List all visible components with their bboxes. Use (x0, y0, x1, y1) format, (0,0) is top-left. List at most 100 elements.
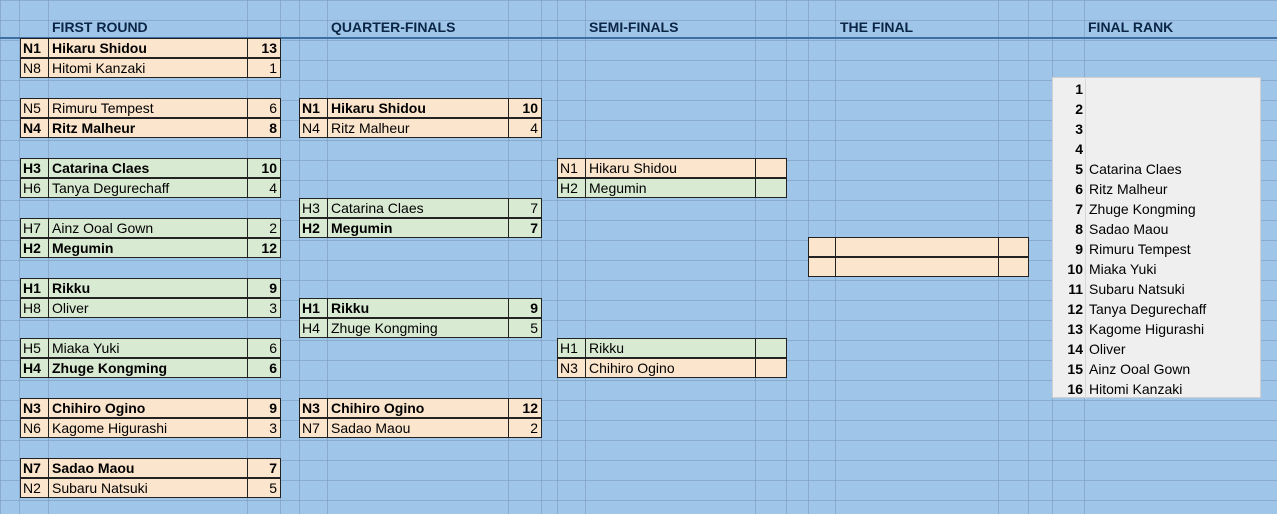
score-cell[interactable]: 6 (247, 338, 281, 358)
player-name-cell[interactable]: Kagome Higurashi (48, 418, 248, 438)
seed-cell[interactable]: H2 (299, 218, 328, 238)
rank-row[interactable]: 1 (1053, 79, 1260, 99)
score-cell[interactable]: 4 (247, 178, 281, 198)
score-cell[interactable] (998, 237, 1029, 257)
seed-cell[interactable]: N5 (20, 98, 49, 118)
rank-row[interactable]: 4 (1053, 139, 1260, 159)
seed-cell[interactable]: H1 (20, 278, 49, 298)
score-cell[interactable]: 7 (508, 198, 542, 218)
score-cell[interactable]: 2 (247, 218, 281, 238)
player-name-cell[interactable]: Chihiro Ogino (585, 358, 756, 378)
seed-cell[interactable] (808, 237, 836, 257)
seed-cell[interactable]: N2 (20, 478, 49, 498)
seed-cell[interactable] (808, 257, 836, 277)
player-name-cell[interactable]: Rikku (585, 338, 756, 358)
seed-cell[interactable]: H1 (299, 298, 328, 318)
seed-cell[interactable]: N7 (299, 418, 328, 438)
score-cell[interactable]: 8 (247, 118, 281, 138)
seed-cell[interactable]: N1 (299, 98, 328, 118)
player-name-cell[interactable]: Zhuge Kongming (327, 318, 509, 338)
seed-cell[interactable]: N3 (557, 358, 586, 378)
seed-cell[interactable]: H8 (20, 298, 49, 318)
score-cell[interactable]: 12 (247, 238, 281, 258)
player-name-cell[interactable]: Oliver (48, 298, 248, 318)
player-name-cell[interactable] (835, 237, 999, 257)
player-name-cell[interactable]: Megumin (327, 218, 509, 238)
seed-cell[interactable]: H7 (20, 218, 49, 238)
score-cell[interactable]: 13 (247, 38, 281, 58)
player-name-cell[interactable]: Rimuru Tempest (48, 98, 248, 118)
player-name-cell[interactable]: Catarina Claes (48, 158, 248, 178)
score-cell[interactable]: 7 (508, 218, 542, 238)
player-name-cell[interactable]: Ainz Ooal Gown (48, 218, 248, 238)
seed-cell[interactable]: H4 (20, 358, 49, 378)
score-cell[interactable]: 3 (247, 418, 281, 438)
seed-cell[interactable]: H5 (20, 338, 49, 358)
player-name-cell[interactable]: Tanya Degurechaff (48, 178, 248, 198)
seed-cell[interactable]: H2 (20, 238, 49, 258)
player-name-cell[interactable]: Hikaru Shidou (48, 38, 248, 58)
player-name-cell[interactable]: Zhuge Kongming (48, 358, 248, 378)
seed-cell[interactable]: N3 (299, 398, 328, 418)
score-cell[interactable]: 1 (247, 58, 281, 78)
seed-cell[interactable]: H2 (557, 178, 586, 198)
player-name-cell[interactable]: Megumin (48, 238, 248, 258)
seed-cell[interactable]: H1 (557, 338, 586, 358)
seed-cell[interactable]: N4 (299, 118, 328, 138)
score-cell[interactable] (755, 338, 787, 358)
seed-cell[interactable]: H4 (299, 318, 328, 338)
player-name-cell[interactable]: Chihiro Ogino (48, 398, 248, 418)
player-name-cell[interactable]: Hitomi Kanzaki (48, 58, 248, 78)
player-name-cell[interactable]: Sadao Maou (48, 458, 248, 478)
score-cell[interactable]: 10 (247, 158, 281, 178)
player-name-cell[interactable]: Chihiro Ogino (327, 398, 509, 418)
player-name-cell[interactable]: Rikku (48, 278, 248, 298)
player-name-cell[interactable]: Rikku (327, 298, 509, 318)
seed-cell[interactable]: N1 (20, 38, 49, 58)
score-cell[interactable]: 4 (508, 118, 542, 138)
seed-cell[interactable]: N4 (20, 118, 49, 138)
player-name-cell[interactable]: Catarina Claes (327, 198, 509, 218)
seed-cell[interactable]: H6 (20, 178, 49, 198)
player-name-cell[interactable]: Subaru Natsuki (48, 478, 248, 498)
score-cell[interactable]: 10 (508, 98, 542, 118)
rank-row[interactable]: 2 (1053, 99, 1260, 119)
score-cell[interactable]: 9 (247, 398, 281, 418)
score-cell[interactable] (755, 358, 787, 378)
score-cell[interactable]: 9 (247, 278, 281, 298)
player-name-cell[interactable]: Ritz Malheur (327, 118, 509, 138)
score-cell[interactable] (755, 178, 787, 198)
player-name-cell[interactable] (835, 257, 999, 277)
player-name-cell[interactable]: Hikaru Shidou (585, 158, 756, 178)
player-name-cell[interactable]: Hikaru Shidou (327, 98, 509, 118)
score-cell[interactable]: 5 (508, 318, 542, 338)
seed-cell[interactable]: H3 (299, 198, 328, 218)
score-cell[interactable] (755, 158, 787, 178)
player-name-cell[interactable]: Miaka Yuki (48, 338, 248, 358)
score-cell[interactable]: 2 (508, 418, 542, 438)
score-cell[interactable]: 9 (508, 298, 542, 318)
rank-row[interactable]: 3 (1053, 119, 1260, 139)
score-cell[interactable]: 6 (247, 358, 281, 378)
player-name-cell[interactable]: Megumin (585, 178, 756, 198)
seed-cell[interactable]: H3 (20, 158, 49, 178)
score-cell[interactable]: 5 (247, 478, 281, 498)
player-name-cell[interactable]: Ritz Malheur (48, 118, 248, 138)
player-name-cell[interactable]: Sadao Maou (327, 418, 509, 438)
seed-cell[interactable]: N7 (20, 458, 49, 478)
score-cell[interactable] (998, 257, 1029, 277)
seed-cell[interactable]: N6 (20, 418, 49, 438)
score-cell[interactable]: 3 (247, 298, 281, 318)
score-cell[interactable]: 12 (508, 398, 542, 418)
